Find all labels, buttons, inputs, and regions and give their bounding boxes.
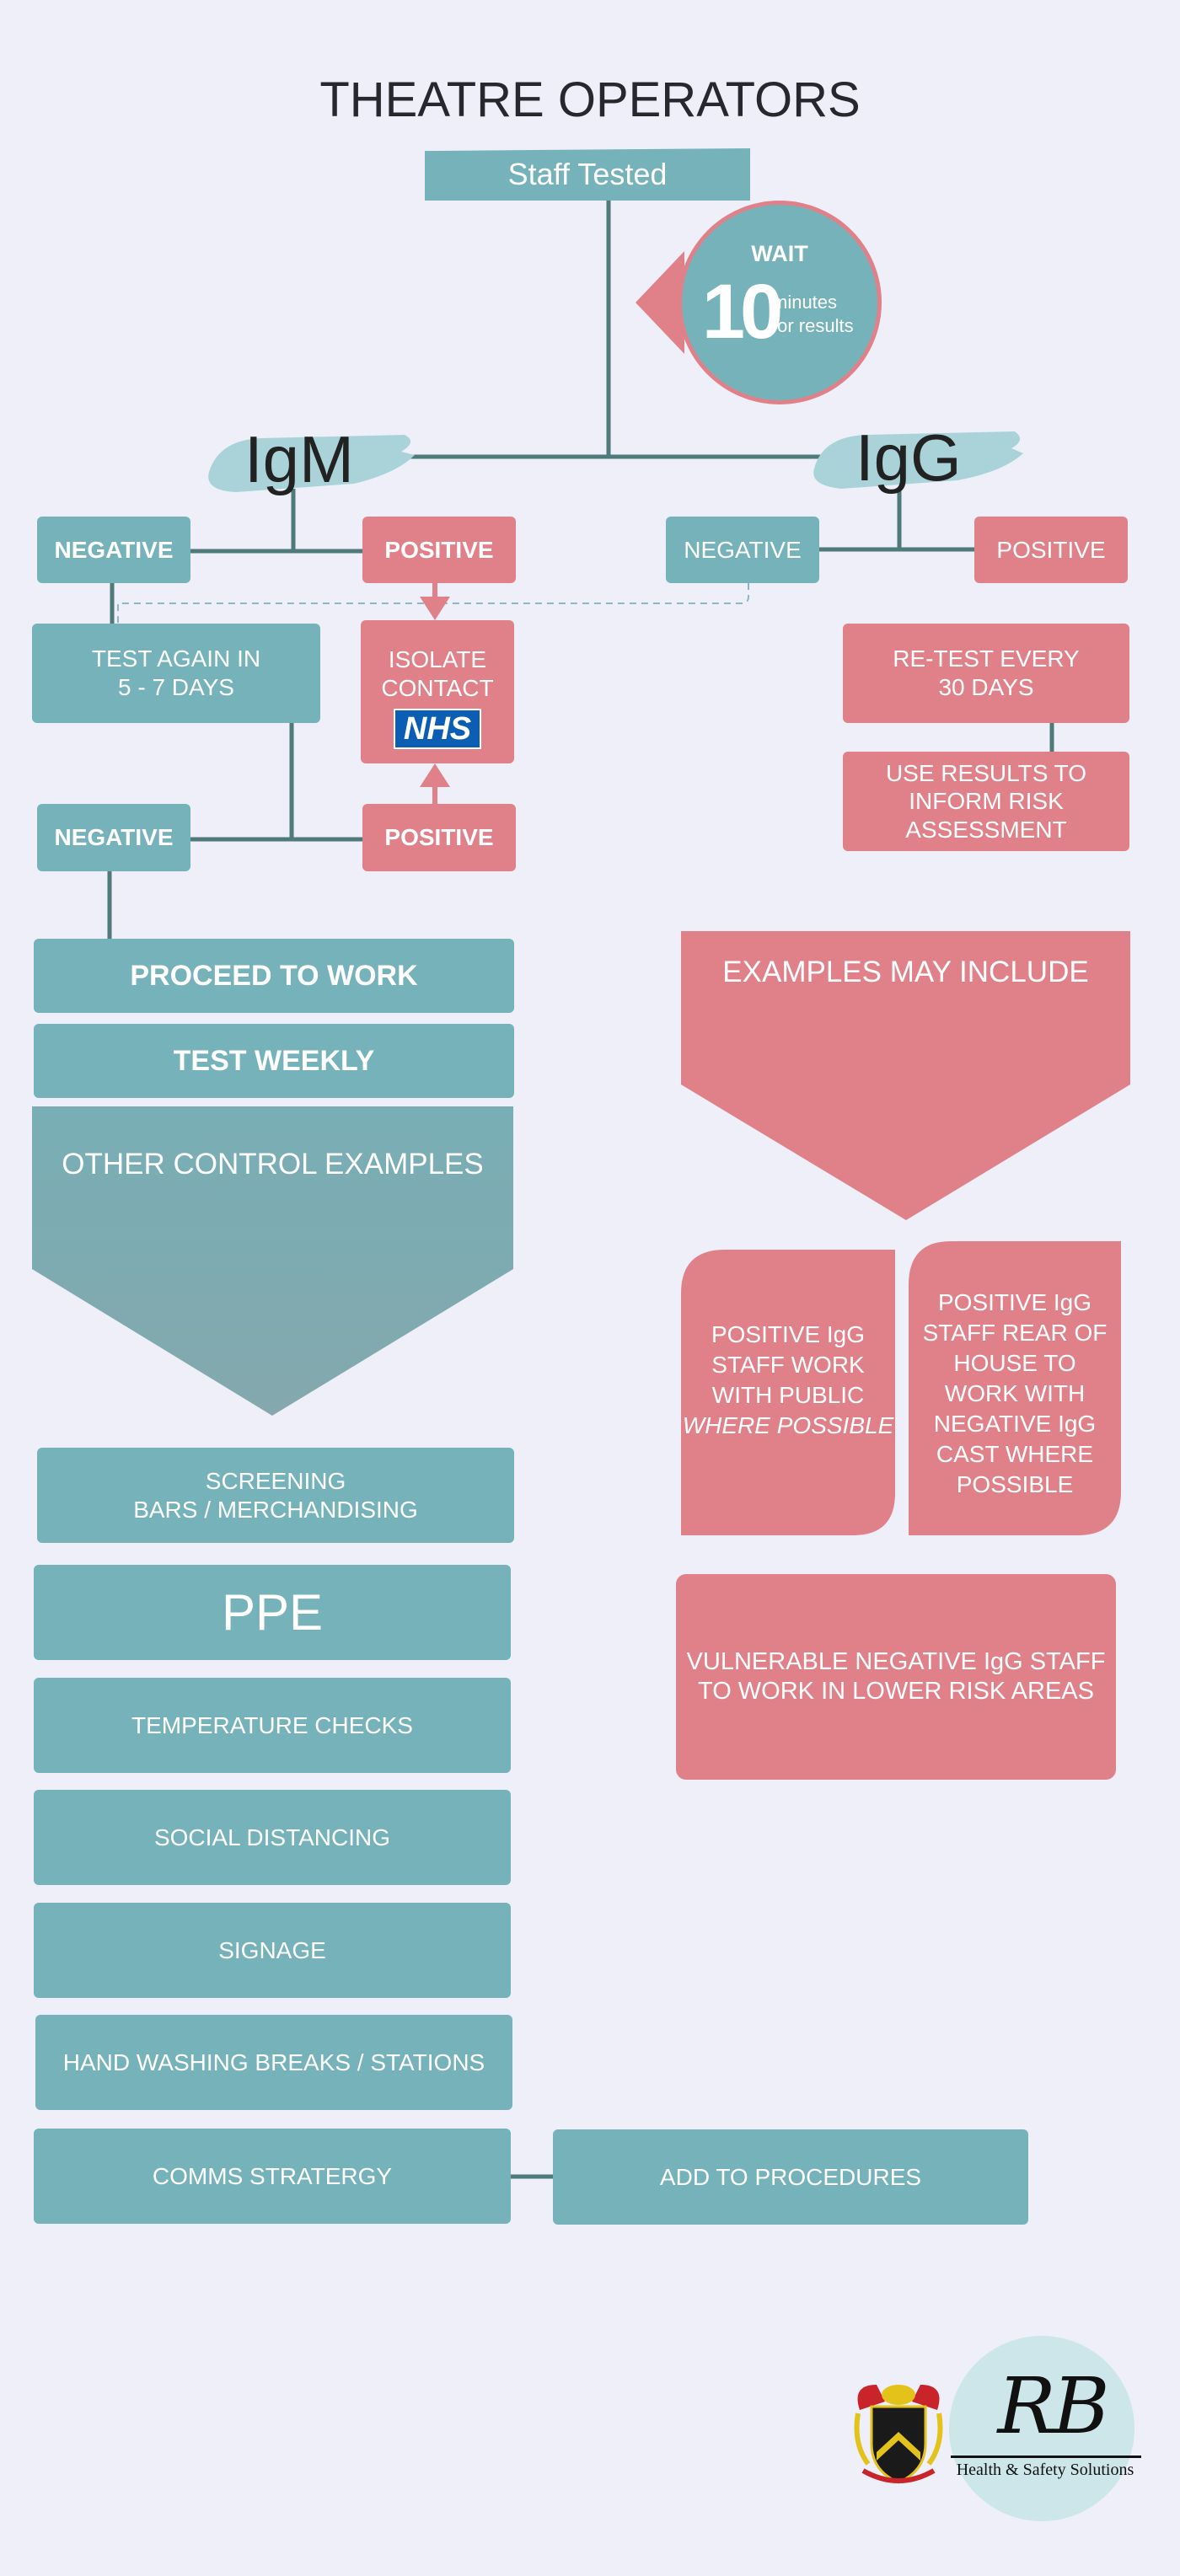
- temperature-checks-box: TEMPERATURE CHECKS: [34, 1678, 511, 1773]
- example-card-rear-line7: POSSIBLE: [956, 1471, 1074, 1497]
- staff-tested-label: Staff Tested: [507, 157, 668, 192]
- igg-negative-box: NEGATIVE: [666, 517, 819, 583]
- screening-line2: BARS / MERCHANDISING: [133, 1496, 418, 1523]
- test-again-box: TEST AGAIN IN 5 - 7 DAYS: [32, 624, 320, 723]
- retest-box: RE-TEST EVERY 30 DAYS: [843, 624, 1129, 723]
- example-card-rear-line5: NEGATIVE IgG: [933, 1411, 1097, 1437]
- nhs-logo: NHS: [393, 709, 482, 750]
- example-card-public-line4: WHERE POSSIBLE: [682, 1412, 894, 1438]
- example-card-rear-of-house: POSITIVE IgG STAFF REAR OF HOUSE TO WORK…: [909, 1288, 1121, 1500]
- use-results-line2: INFORM RISK: [909, 788, 1064, 815]
- igm-brush-stroke: [208, 435, 415, 492]
- igg-brush-stroke: [813, 431, 1023, 489]
- wait-bubble-shape: [636, 201, 882, 404]
- igm-label: IgM: [244, 422, 355, 496]
- retest-line1: RE-TEST EVERY: [893, 645, 1080, 672]
- igg-positive-box: POSITIVE: [974, 517, 1128, 583]
- screening-box: SCREENING BARS / MERCHANDISING: [37, 1448, 514, 1543]
- logo-tagline: Health & Safety Solutions: [956, 2461, 1134, 2479]
- test-again-line2: 5 - 7 DAYS: [118, 674, 234, 700]
- igm-positive-box: POSITIVE: [362, 517, 516, 583]
- use-results-line1: USE RESULTS TO: [885, 759, 1087, 786]
- wait-label: WAIT: [751, 241, 808, 266]
- wait-bubble: WAIT 10 minutes for results: [634, 199, 883, 406]
- ppe-box: PPE: [34, 1565, 511, 1660]
- logo-monogram: RB: [997, 2361, 1110, 2451]
- isolate-line1: ISOLATE: [388, 646, 487, 672]
- isolate-line2: CONTACT: [381, 674, 494, 701]
- staff-tested-box: Staff Tested: [425, 148, 750, 201]
- example-card-rear-line6: CAST WHERE: [936, 1441, 1094, 1467]
- logo-underline: [951, 2456, 1141, 2458]
- example-card-public-line2: STAFF WORK: [711, 1352, 865, 1378]
- example-card-rear-line1: POSITIVE IgG: [937, 1289, 1092, 1315]
- examples-title: EXAMPLES MAY INCLUDE: [722, 956, 1089, 988]
- use-results-box: USE RESULTS TO INFORM RISK ASSESSMENT: [843, 752, 1129, 851]
- test-weekly-box: TEST WEEKLY: [34, 1024, 514, 1098]
- page-title: THEATRE OPERATORS: [319, 72, 861, 127]
- vulnerable-line1: VULNERABLE NEGATIVE IgG STAFF: [686, 1648, 1106, 1676]
- hand-washing-box: HAND WASHING BREAKS / STATIONS: [35, 2015, 512, 2110]
- igm-positive-retest-box: POSITIVE: [362, 804, 516, 871]
- example-card-rear-line2: STAFF REAR OF: [922, 1320, 1108, 1346]
- company-logo: RB Health & Safety Solutions: [850, 2332, 1145, 2525]
- isolate-contact-box: ISOLATE CONTACT NHS: [361, 620, 514, 763]
- signage-box: SIGNAGE: [34, 1903, 511, 1998]
- example-card-public-line3: WITH PUBLIC: [711, 1382, 865, 1408]
- add-to-procedures-box: ADD TO PROCEDURES: [553, 2129, 1028, 2225]
- vulnerable-staff-box: VULNERABLE NEGATIVE IgG STAFF TO WORK IN…: [676, 1574, 1116, 1780]
- logo-circle: [949, 2336, 1134, 2521]
- test-again-line1: TEST AGAIN IN: [91, 645, 261, 672]
- coat-of-arms-icon: [854, 2385, 943, 2484]
- example-card-rear-line4: WORK WITH: [944, 1380, 1086, 1406]
- igg-label: IgG: [856, 420, 962, 495]
- wait-unit-line2: for results: [772, 315, 854, 336]
- screening-line1: SCREENING: [205, 1467, 346, 1494]
- igm-negative-retest-box: NEGATIVE: [37, 804, 190, 871]
- example-card-public: POSITIVE IgG STAFF WORK WITH PUBLIC WHER…: [681, 1320, 895, 1441]
- other-controls-title: OTHER CONTROL EXAMPLES: [62, 1148, 484, 1181]
- social-distancing-box: SOCIAL DISTANCING: [34, 1790, 511, 1885]
- retest-line2: 30 DAYS: [938, 674, 1034, 700]
- example-card-rear-line3: HOUSE TO: [953, 1350, 1076, 1376]
- comms-strategy-box: COMMS STRATERGY: [34, 2129, 511, 2224]
- proceed-to-work-box: PROCEED TO WORK: [34, 939, 514, 1013]
- example-card-public-line1: POSITIVE IgG: [711, 1321, 866, 1347]
- wait-unit-line1: minutes: [772, 292, 838, 313]
- wait-number: 10: [701, 269, 783, 355]
- use-results-line3: ASSESSMENT: [905, 816, 1067, 843]
- igm-negative-box: NEGATIVE: [37, 517, 190, 583]
- vulnerable-line2: TO WORK IN LOWER RISK AREAS: [698, 1678, 1094, 1705]
